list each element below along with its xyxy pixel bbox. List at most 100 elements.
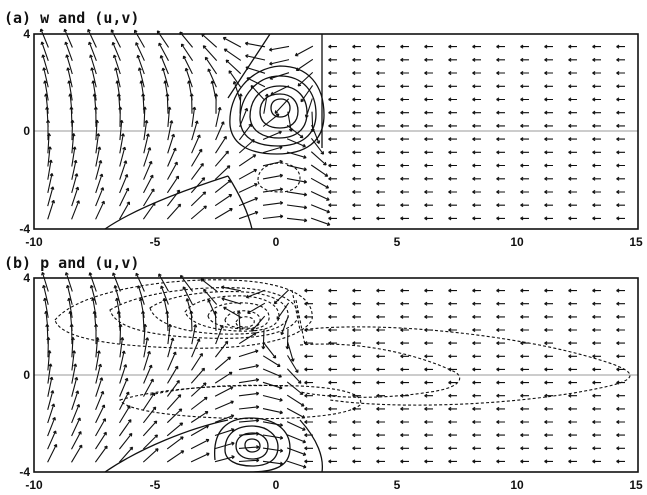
wind-vector	[47, 443, 58, 463]
wind-vector	[310, 151, 327, 166]
wind-vector	[376, 44, 385, 49]
wind-vector	[328, 354, 337, 359]
wind-vector	[616, 314, 625, 319]
wind-vector	[400, 433, 409, 438]
wind-vector	[46, 119, 51, 141]
wind-vector	[191, 106, 197, 127]
wind-vector	[166, 422, 184, 437]
wind-vector	[472, 97, 481, 102]
wind-vector	[376, 341, 385, 346]
wind-vector	[376, 216, 385, 221]
wind-vector	[135, 42, 145, 61]
wind-vector	[400, 150, 409, 155]
wind-vector	[544, 176, 553, 181]
wind-vector	[143, 188, 155, 207]
wind-vector	[496, 97, 505, 102]
wind-vector	[568, 288, 577, 293]
wind-vector	[143, 160, 153, 180]
wind-vector	[472, 163, 481, 168]
wind-vector	[520, 57, 529, 62]
wind-vector	[210, 80, 217, 101]
wind-vector	[204, 56, 218, 75]
wind-vector	[270, 85, 290, 96]
wind-vector	[424, 44, 433, 49]
wind-vector	[496, 84, 505, 89]
wind-vector	[215, 135, 227, 154]
wind-vector	[448, 393, 457, 398]
wind-vector	[286, 124, 304, 139]
wind-vector	[214, 208, 233, 220]
wind-vector	[238, 123, 253, 141]
wind-vector	[251, 315, 266, 332]
wind-vector	[310, 137, 325, 155]
wind-vector	[245, 66, 266, 74]
wind-vector	[328, 393, 337, 398]
wind-vector	[94, 445, 108, 463]
wind-vector	[71, 431, 82, 450]
wind-vector	[616, 71, 625, 76]
wind-vector	[167, 106, 172, 127]
wind-vector	[328, 406, 337, 411]
wind-vector	[616, 137, 625, 142]
wind-vector	[472, 420, 481, 424]
panel-a-xtick-neg5: -5	[150, 235, 161, 249]
wind-vector	[238, 139, 255, 154]
wind-vector	[472, 44, 481, 49]
wind-vector	[202, 45, 218, 61]
panel-b-xtick-5: 5	[394, 478, 401, 492]
wind-vector	[616, 44, 625, 49]
panel-a-frame	[33, 33, 639, 230]
wind-vector	[520, 393, 529, 398]
wind-vector	[287, 342, 295, 362]
wind-vector	[69, 323, 74, 345]
wind-vector	[424, 176, 433, 181]
wind-vector	[328, 123, 337, 128]
wind-vector	[71, 159, 78, 180]
wind-vector	[448, 406, 457, 411]
wind-vector	[214, 179, 232, 194]
wind-vector	[496, 163, 505, 168]
wind-vector	[280, 315, 289, 336]
wind-vector	[136, 54, 145, 75]
wind-vector	[328, 328, 337, 332]
wind-vector	[616, 420, 625, 424]
wind-vector	[568, 176, 577, 181]
wind-vector	[70, 336, 75, 358]
wind-vector	[286, 164, 307, 172]
wind-vector	[400, 216, 409, 221]
wind-vector	[286, 204, 308, 210]
wind-vector	[376, 420, 385, 424]
wind-vector	[472, 393, 481, 398]
wind-vector	[262, 434, 284, 440]
wind-vector	[424, 84, 433, 89]
wind-vector	[544, 420, 553, 424]
wind-vector	[592, 367, 601, 372]
wind-vector	[328, 288, 337, 293]
panel-a: (a) w and (u,v) 4 0 -4 -10 -5 0	[4, 9, 643, 249]
wind-vector	[400, 314, 409, 319]
wind-vector	[568, 110, 577, 115]
wind-vector	[424, 57, 433, 62]
wind-vector	[472, 406, 481, 411]
wind-vector	[328, 380, 337, 385]
wind-vector	[568, 57, 577, 62]
wind-vector	[568, 150, 577, 155]
wind-vector	[47, 199, 56, 220]
wind-vector	[520, 446, 529, 451]
wind-vector	[95, 200, 105, 220]
wind-vector	[424, 420, 433, 424]
wind-vector	[448, 433, 457, 438]
wind-vector	[520, 328, 529, 332]
wind-vector	[190, 396, 208, 410]
wind-vector	[114, 67, 121, 88]
wind-vector	[472, 314, 481, 319]
panel-a-xtick-5: 5	[394, 235, 401, 249]
wind-vector	[592, 137, 601, 142]
wind-vector	[568, 189, 577, 194]
wind-vector	[400, 203, 409, 208]
wind-vector	[95, 337, 100, 358]
wind-vector	[352, 354, 361, 359]
wind-vector	[95, 431, 107, 450]
wind-vector	[592, 123, 601, 128]
wind-vector	[304, 301, 313, 306]
